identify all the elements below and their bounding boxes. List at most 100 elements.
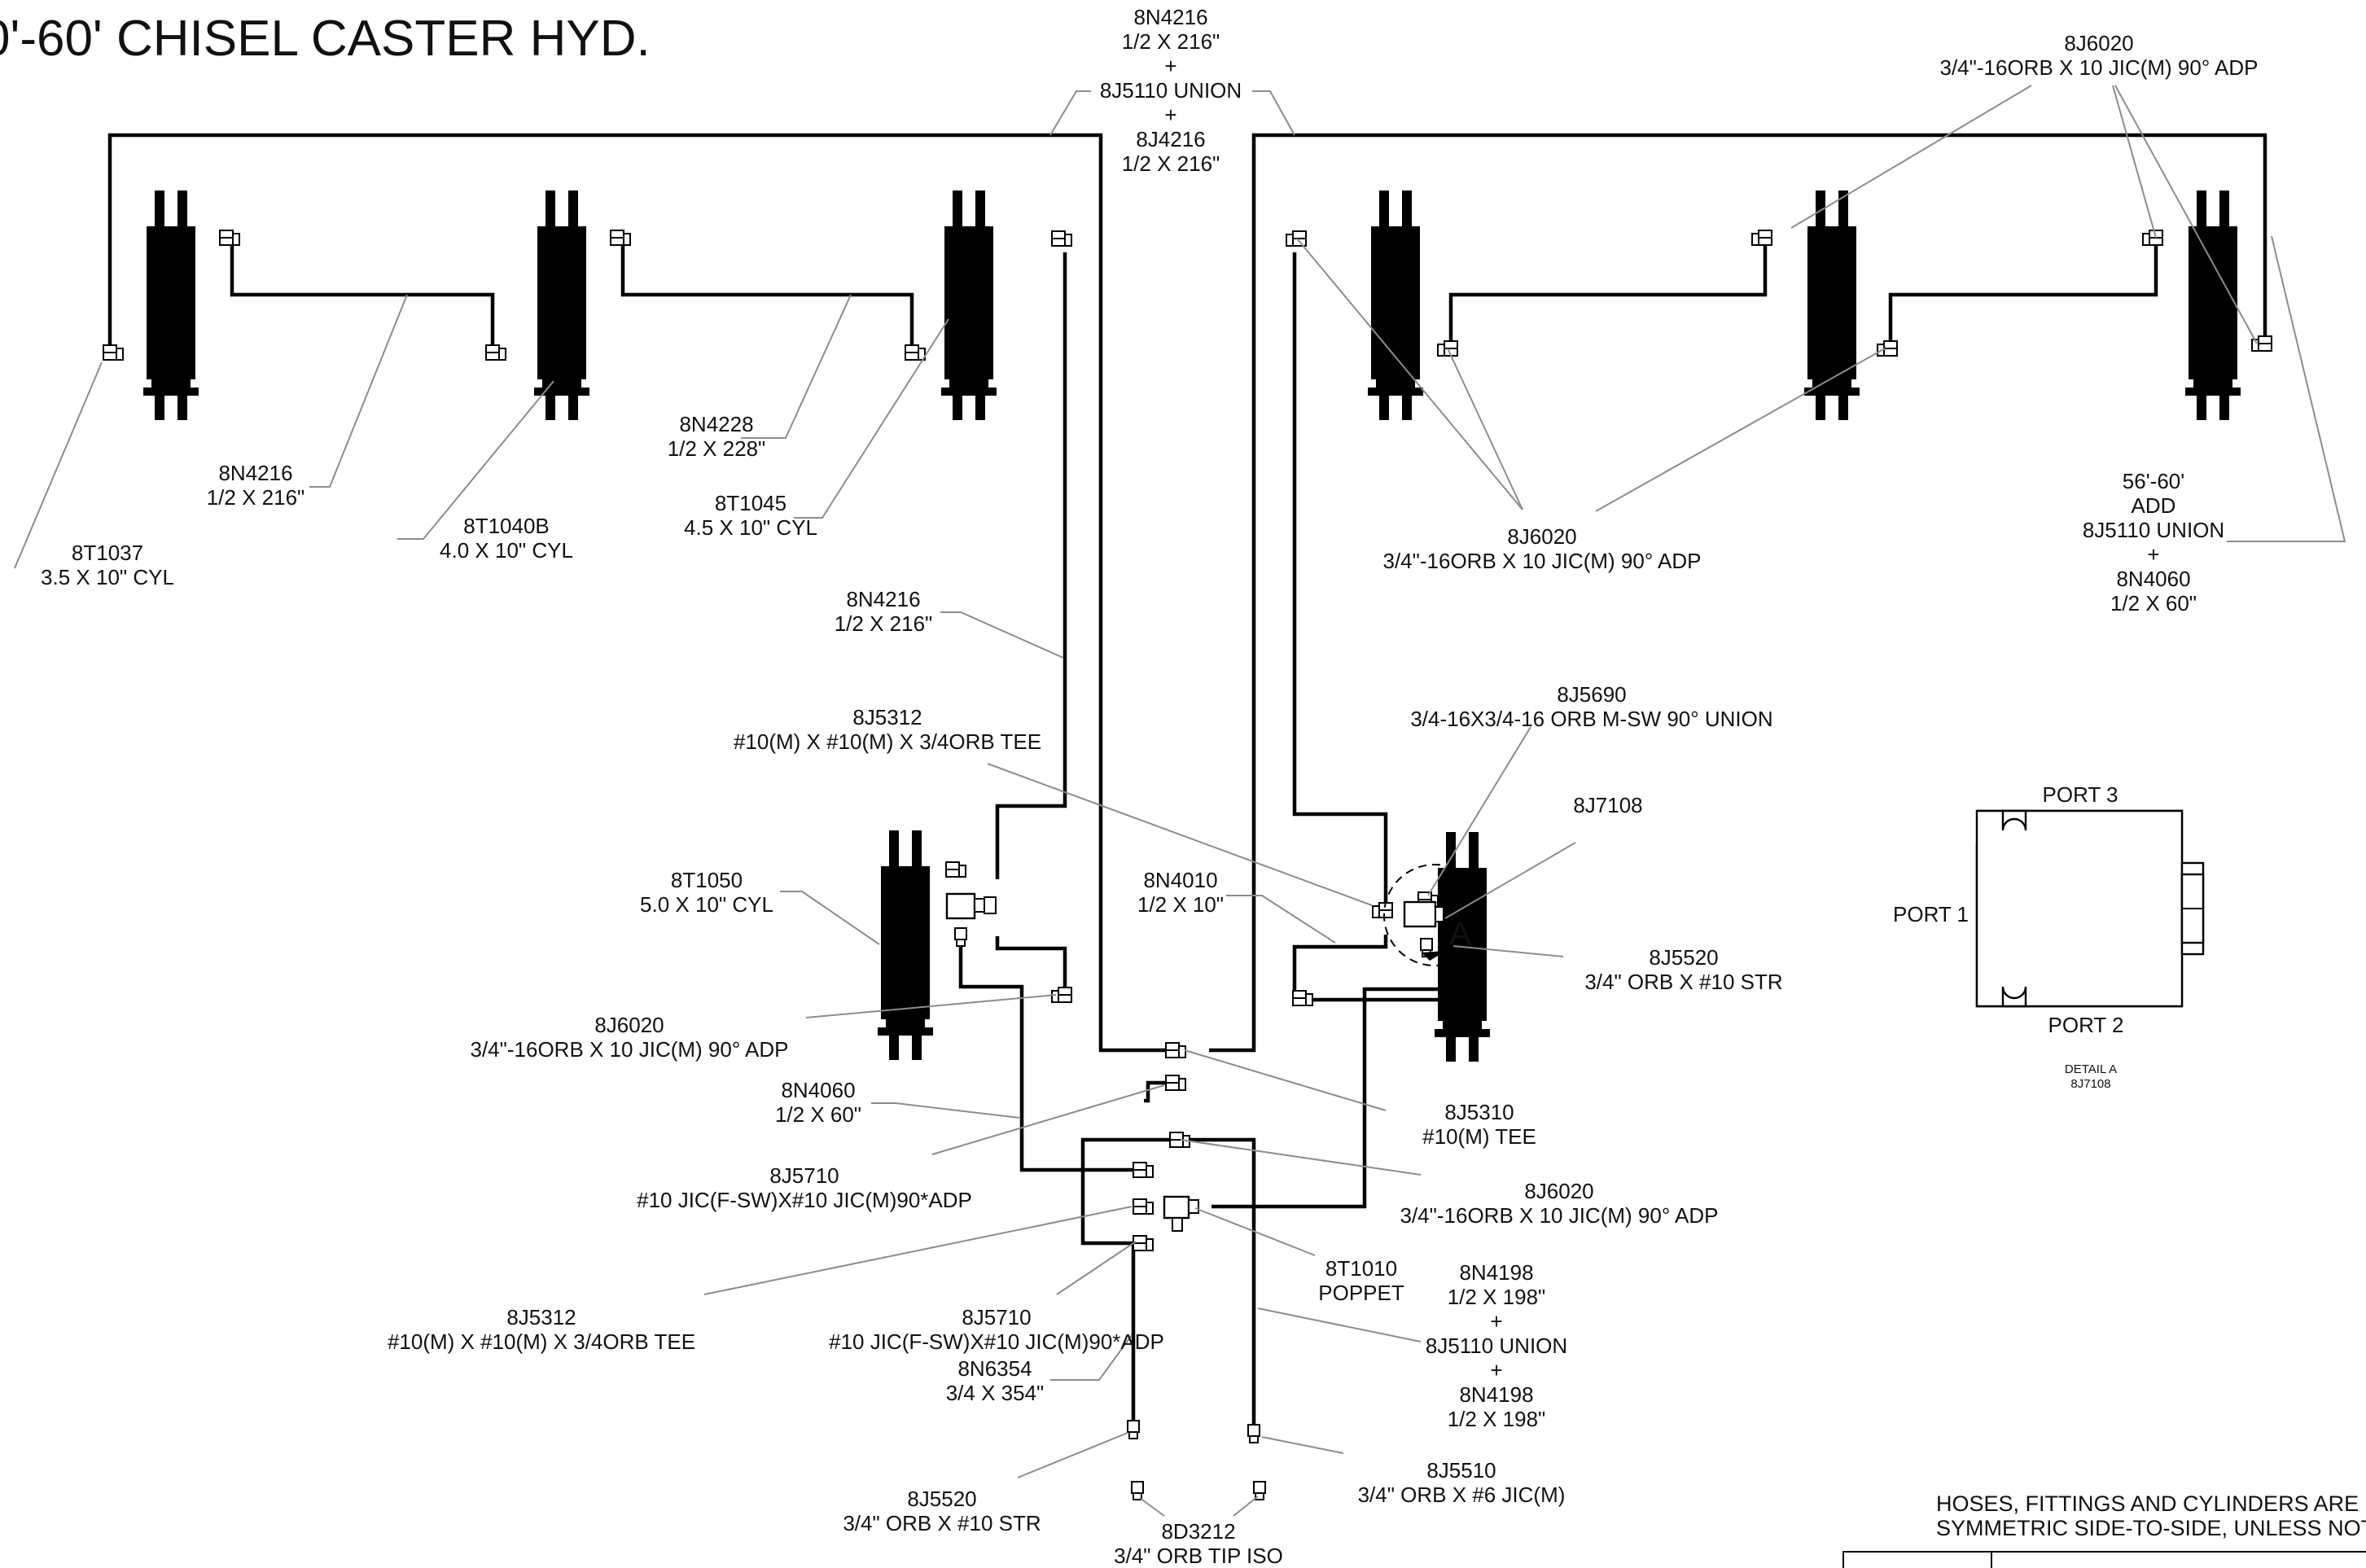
fitting-elbow [905,344,926,361]
label-8t1010: 8T1010 POPPET [1318,1256,1404,1305]
fitting-elbow [610,230,631,246]
title-block-corner [1842,1551,2366,1568]
label-8j5312-lower: 8J5312 #10(M) X #10(M) X 3/4ORB TEE [388,1305,695,1354]
label-8n4216-left: 8N4216 1/2 X 216" [207,461,305,510]
hose-8n4198-b [1172,1137,1256,1434]
part-spec: 1/2 X 216" [835,611,933,636]
part-spec: 3/4" ORB TIP ISO [1114,1544,1283,1568]
part-spec: 1/2 X 216" [1122,151,1220,176]
part-number: 8N4216 [218,461,292,485]
part-spec: 3/4" ORB X #10 STR [1584,970,1782,994]
label-8j6020-right: 8J6020 3/4"-16ORB X 10 JIC(M) 90° ADP [1383,524,1702,573]
note-line: ADD [2132,493,2176,518]
fitting-elbow [1286,230,1307,247]
hose-8n4216-center-right [1292,252,1388,904]
fitting-elbow [219,230,240,246]
hose-8n4010-left [995,936,1067,992]
part-spec: 4.0 X 10" CYL [440,538,573,563]
plus-sign: + [1164,54,1176,78]
label-8j6020-lower: 8J6020 3/4"-16ORB X 10 JIC(M) 90° ADP [1400,1179,1719,1228]
fitting-elbow [1051,230,1072,247]
part-spec: 5.0 X 10" CYL [640,892,773,917]
hose-poppet-right [1211,987,1441,1209]
fitting-elbow [1372,902,1393,918]
hose-8n4010-right [1292,935,1388,995]
part-spec: POPPET [1318,1281,1404,1305]
part-number: 8T1010 [1325,1256,1397,1281]
part-spec: 3/4"-16ORB X 10 JIC(M) 90° ADP [1940,55,2259,80]
part-spec: 1/2 X 198" [1448,1285,1546,1309]
part-spec: 4.5 X 10" CYL [684,515,817,540]
fitting-elbow [485,344,506,361]
part-spec: 3/4-16X3/4-16 ORB M-SW 90° UNION [1410,707,1772,731]
cylinder-8t1045 [941,191,997,420]
part-spec: 1/2 X 228" [668,436,766,461]
part-number: 8N4198 [1459,1382,1533,1407]
part-number: 8J5510 [1426,1458,1496,1483]
part-spec: #10 JIC(F-SW)X#10 JIC(M)90*ADP [829,1329,1164,1354]
part-number: 8J5710 [962,1305,1031,1329]
valve-8j7108: A [1383,864,1486,966]
tee-block-8j5312-upper [945,892,997,920]
fitting-plug [1247,1424,1260,1443]
leader-lines [14,85,2346,1517]
cylinder-right-3 [2185,191,2241,420]
fitting-elbow [1165,1075,1186,1091]
label-8j5310: 8J5310 #10(M) TEE [1422,1100,1536,1149]
part-number: 8N4216 [846,587,920,611]
part-number: 8J5110 UNION [1426,1334,1567,1358]
part-spec: 1/2 X 216" [1122,29,1220,54]
part-number: 8J6020 [594,1013,664,1037]
part-spec: #10(M) X #10(M) X 3/4ORB TEE [388,1329,695,1354]
label-8j5710-lower: 8J5710 #10 JIC(F-SW)X#10 JIC(M)90*ADP [829,1305,1164,1354]
cylinder-right-1 [1368,191,1423,420]
label-56-60-note: 56'-60' ADD 8J5110 UNION + 8N4060 1/2 X … [2083,469,2224,615]
part-spec: 3/4"-16ORB X 10 JIC(M) 90° ADP [471,1037,789,1062]
label-8t1037: 8T1037 3.5 X 10" CYL [41,541,174,589]
label-8j5520-bottom: 8J5520 3/4" ORB X #10 STR [843,1487,1041,1535]
footnote-line: SYMMETRIC SIDE-TO-SIDE, UNLESS NOTED [1936,1516,2366,1540]
part-spec: 3.5 X 10" CYL [41,565,174,589]
part-number: 8J5310 [1444,1100,1514,1124]
cylinder-8t1050 [878,830,933,1060]
part-number: 8N4060 [781,1078,855,1102]
fitting-plug [1127,1420,1140,1439]
detail-caption: DETAIL A [2065,1062,2117,1076]
hose-8n6354 [1080,1137,1176,1246]
plus-sign: + [1164,103,1176,127]
label-8j5710-upper: 8J5710 #10 JIC(F-SW)X#10 JIC(M)90*ADP [637,1163,972,1212]
arrow-head-icon [1451,883,1475,908]
part-number: 8N4228 [679,412,753,436]
label-8j5510: 8J5510 3/4" ORB X #6 JIC(M) [1358,1458,1566,1507]
label-8d3212: 8D3212 3/4" ORB TIP ISO [1114,1519,1283,1568]
note-line: + [2147,542,2159,567]
fitting-elbow [1133,1162,1154,1178]
part-spec: 3/4 X 354" [946,1381,1045,1405]
part-number: 8J6020 [1524,1179,1593,1203]
fitting-tee [1165,1042,1186,1058]
label-8n4198: 8N4198 1/2 X 198" + 8J5110 UNION + 8N419… [1426,1260,1567,1431]
fitting-iso-tip [1131,1481,1144,1500]
fittings [103,230,2272,1500]
part-spec: #10 JIC(F-SW)X#10 JIC(M)90*ADP [637,1188,972,1212]
fitting-elbow [1877,340,1898,357]
part-number: 8T1050 [671,868,743,892]
part-number: 8J6020 [1507,524,1576,549]
part-spec: 3/4"-16ORB X 10 JIC(M) 90° ADP [1383,549,1702,573]
hose-8n4216-center-left [995,252,1067,879]
label-8n6354: 8N6354 3/4 X 354" [946,1356,1045,1405]
port2-notch [2001,986,2027,1008]
part-number: 8J5312 [506,1305,576,1329]
part-number: 8J5520 [1649,945,1718,970]
note-line: 8N4060 [2116,567,2190,591]
plus-sign: + [1490,1309,1502,1334]
fitting-plug [954,927,967,947]
port3-notch [2001,809,2027,831]
fitting-elbow [1169,1132,1190,1148]
label-8t1040b: 8T1040B 4.0 X 10" CYL [440,514,573,563]
fitting-elbow [2142,230,2163,246]
part-number: 8J5710 [769,1163,839,1188]
hose-8n4198-a [1144,1080,1168,1103]
part-spec: 1/2 X 60" [775,1102,861,1127]
